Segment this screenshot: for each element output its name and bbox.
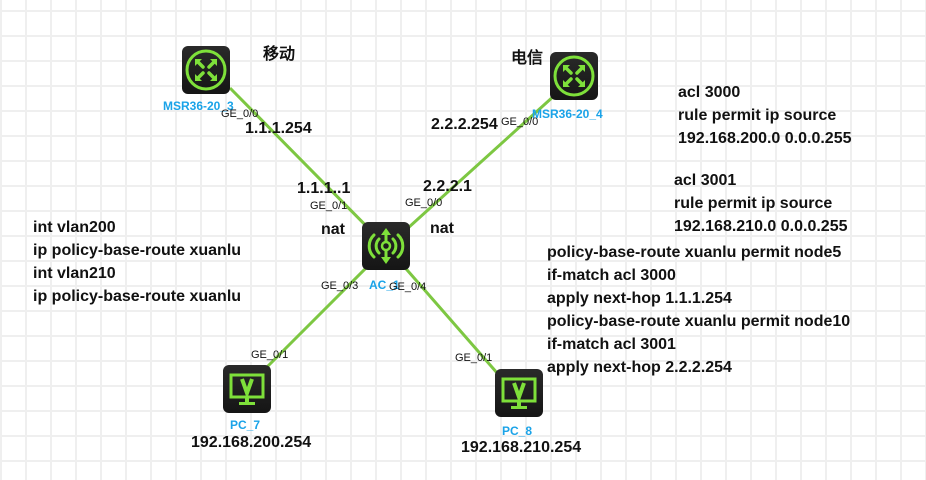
port-ac-ge03: GE_0/3 (321, 280, 359, 292)
nat-label-left: nat (321, 221, 345, 238)
link-msr3-ac[interactable] (228, 86, 389, 249)
note-line: if-match acl 3001 (547, 336, 676, 353)
router-icon (185, 49, 227, 91)
device-name-ac: AC_1 (369, 278, 400, 292)
pc-7[interactable] (223, 365, 271, 413)
ip-msr3: 1.1.1.254 (245, 120, 312, 137)
note-acl-3001: acl 3001 rule permit ip source 192.168.2… (674, 169, 848, 238)
router-icon (553, 55, 595, 97)
note-line: policy-base-route xuanlu permit node5 (547, 244, 842, 261)
link-msr4-ac[interactable] (385, 93, 557, 249)
note-line: int vlan200 (33, 219, 116, 236)
device-name-msr4: MSR36-20_4 (532, 107, 603, 121)
wireless-controller-ac1[interactable] (362, 222, 410, 270)
nat-label-right: nat (430, 220, 454, 237)
device-name-pc8: PC_8 (502, 424, 533, 438)
port-msr3-ge00: GE_0/0 (221, 108, 259, 120)
port-ac-ge04: GE_0/4 (389, 281, 427, 293)
note-line: 192.168.200.0 0.0.0.255 (678, 130, 852, 147)
device-name-pc7: PC_7 (230, 418, 261, 432)
note-vlan-config: int vlan200 ip policy-base-route xuanlu … (33, 216, 241, 308)
port-msr4-ge00: GE_0/0 (501, 116, 539, 128)
pc-monitor-icon (229, 373, 265, 405)
note-line: ip policy-base-route xuanlu (33, 288, 242, 305)
ip-pc7: 192.168.200.254 (191, 434, 312, 451)
router-msr36-20-4[interactable] (550, 52, 598, 100)
port-pc8-ge01: GE_0/1 (455, 352, 493, 364)
device-name-msr3: MSR36-20_3 (163, 99, 234, 113)
note-line: 192.168.210.0 0.0.0.255 (674, 218, 848, 235)
note-policy-route: policy-base-route xuanlu permit node5 if… (547, 241, 850, 379)
note-line: rule permit ip source (678, 107, 837, 124)
note-line: rule permit ip source (674, 195, 833, 212)
note-line: int vlan210 (33, 265, 116, 282)
note-line: apply next-hop 2.2.2.254 (547, 359, 732, 376)
note-line: if-match acl 3000 (547, 267, 676, 284)
router-msr36-20-3[interactable] (182, 46, 230, 94)
port-ac-ge00: GE_0/0 (405, 197, 443, 209)
port-ac-ge01: GE_0/1 (310, 200, 348, 212)
pc-8[interactable] (495, 369, 543, 417)
ip-ac-ge00: 2.2.2.1 (423, 178, 472, 195)
isp-label-telecom: 电信 (511, 48, 544, 67)
note-line: acl 3000 (678, 84, 741, 101)
note-line: policy-base-route xuanlu permit node10 (547, 313, 851, 330)
note-line: ip policy-base-route xuanlu (33, 242, 242, 259)
ip-pc8: 192.168.210.254 (461, 439, 582, 456)
note-line: apply next-hop 1.1.1.254 (547, 290, 732, 307)
pc-monitor-icon (501, 377, 537, 409)
ip-msr4: 2.2.2.254 (431, 116, 498, 133)
note-line: acl 3001 (674, 172, 737, 189)
port-pc7-ge01: GE_0/1 (251, 349, 289, 361)
note-acl-3000: acl 3000 rule permit ip source 192.168.2… (678, 81, 852, 150)
ip-ac-ge01: 1.1.1..1 (297, 180, 351, 197)
wireless-ac-icon (367, 228, 405, 264)
isp-label-mobile: 移动 (263, 44, 296, 63)
